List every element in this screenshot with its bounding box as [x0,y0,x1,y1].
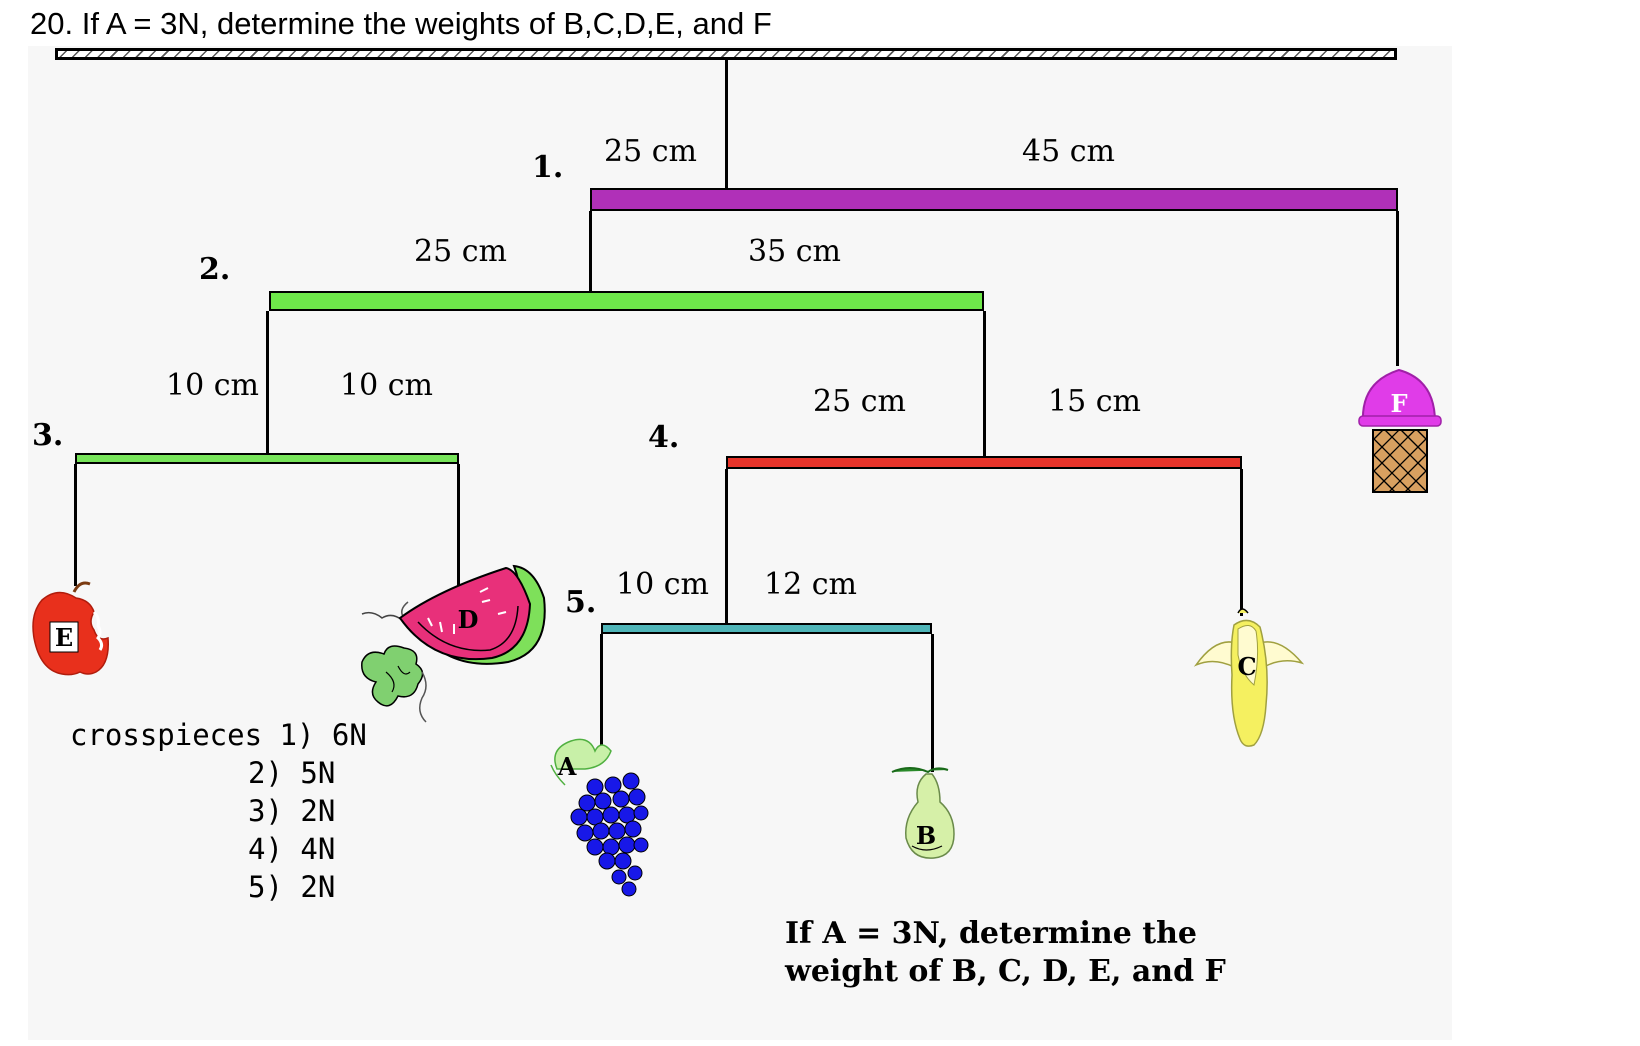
watermelon-icon: D [361,564,546,723]
string-bar-2-to-bar-3 [266,311,269,453]
string-bar-1-to-ice-cream [1396,211,1399,366]
banana-letter: C [1237,652,1256,681]
string-bar-4-to-bar-5 [725,469,728,623]
bar-3-left-length: 10 cm [166,368,259,403]
string-bar-4-to-banana [1240,469,1243,616]
crosspiece-key-item-5: 5) 2N [248,870,336,904]
grapes-letter: A [557,752,577,781]
question-prompt: If A = 3N, determine the weight of B, C,… [785,915,1226,991]
bar-2-number: 2. [199,252,231,287]
ceiling [55,48,1397,60]
bar-1-right-length: 45 cm [1022,134,1115,169]
question-prompt-line-1: If A = 3N, determine the [785,916,1198,951]
crosspiece-3 [75,453,459,464]
string-bar-1-to-bar-2 [589,211,592,291]
string-bar-2-to-bar-4 [983,311,986,456]
apple-letter: E [55,623,73,652]
pear-letter: B [916,821,936,850]
crosspiece-key-heading: crosspieces 1) 6N [70,718,367,752]
grapes-icon: A [550,738,649,897]
banana-icon: C [1193,608,1305,747]
crosspiece-2 [269,291,984,311]
pear-icon: B [891,767,955,859]
crosspiece-1 [590,188,1398,211]
bar-4-right-length: 15 cm [1048,384,1141,419]
bar-5-right-length: 12 cm [764,567,857,602]
bar-1-left-length: 25 cm [604,134,697,169]
crosspiece-key-item-4: 4) 4N [248,832,336,866]
crosspiece-4 [726,456,1242,469]
ice-cream-icon: F [1358,368,1442,493]
apple-icon: E [32,581,109,676]
bar-2-left-length: 25 cm [414,234,507,269]
crosspiece-key-item-2: 2) 5N [248,756,336,790]
crosspiece-weights-key: crosspieces 1) 6N 2) 5N 3) 2N 4) 4N 5) 2… [70,716,367,906]
string-bar-5-to-grapes [600,634,603,750]
bar-4-left-length: 25 cm [813,384,906,419]
bar-1-number: 1. [532,150,564,185]
crosspiece-5 [601,623,932,634]
crosspiece-key-item-3: 3) 2N [248,794,336,828]
string-bar-3-to-apple [74,464,77,586]
bar-4-number: 4. [648,420,680,455]
watermelon-letter: D [458,605,479,634]
string-ceiling-to-bar-1 [725,60,728,188]
question-title: 20. If A = 3N, determine the weights of … [30,6,772,41]
bar-5-left-length: 10 cm [616,567,709,602]
string-bar-3-to-watermelon [457,464,460,594]
mobile-diagram-panel [28,46,1452,1040]
bar-5-number: 5. [565,585,597,620]
bar-2-right-length: 35 cm [748,234,841,269]
bar-3-number: 3. [32,418,64,453]
ice-cream-letter: F [1390,389,1407,418]
string-bar-5-to-pear [931,634,934,772]
bar-3-right-length: 10 cm [340,368,433,403]
question-prompt-line-2: weight of B, C, D, E, and F [785,954,1226,989]
